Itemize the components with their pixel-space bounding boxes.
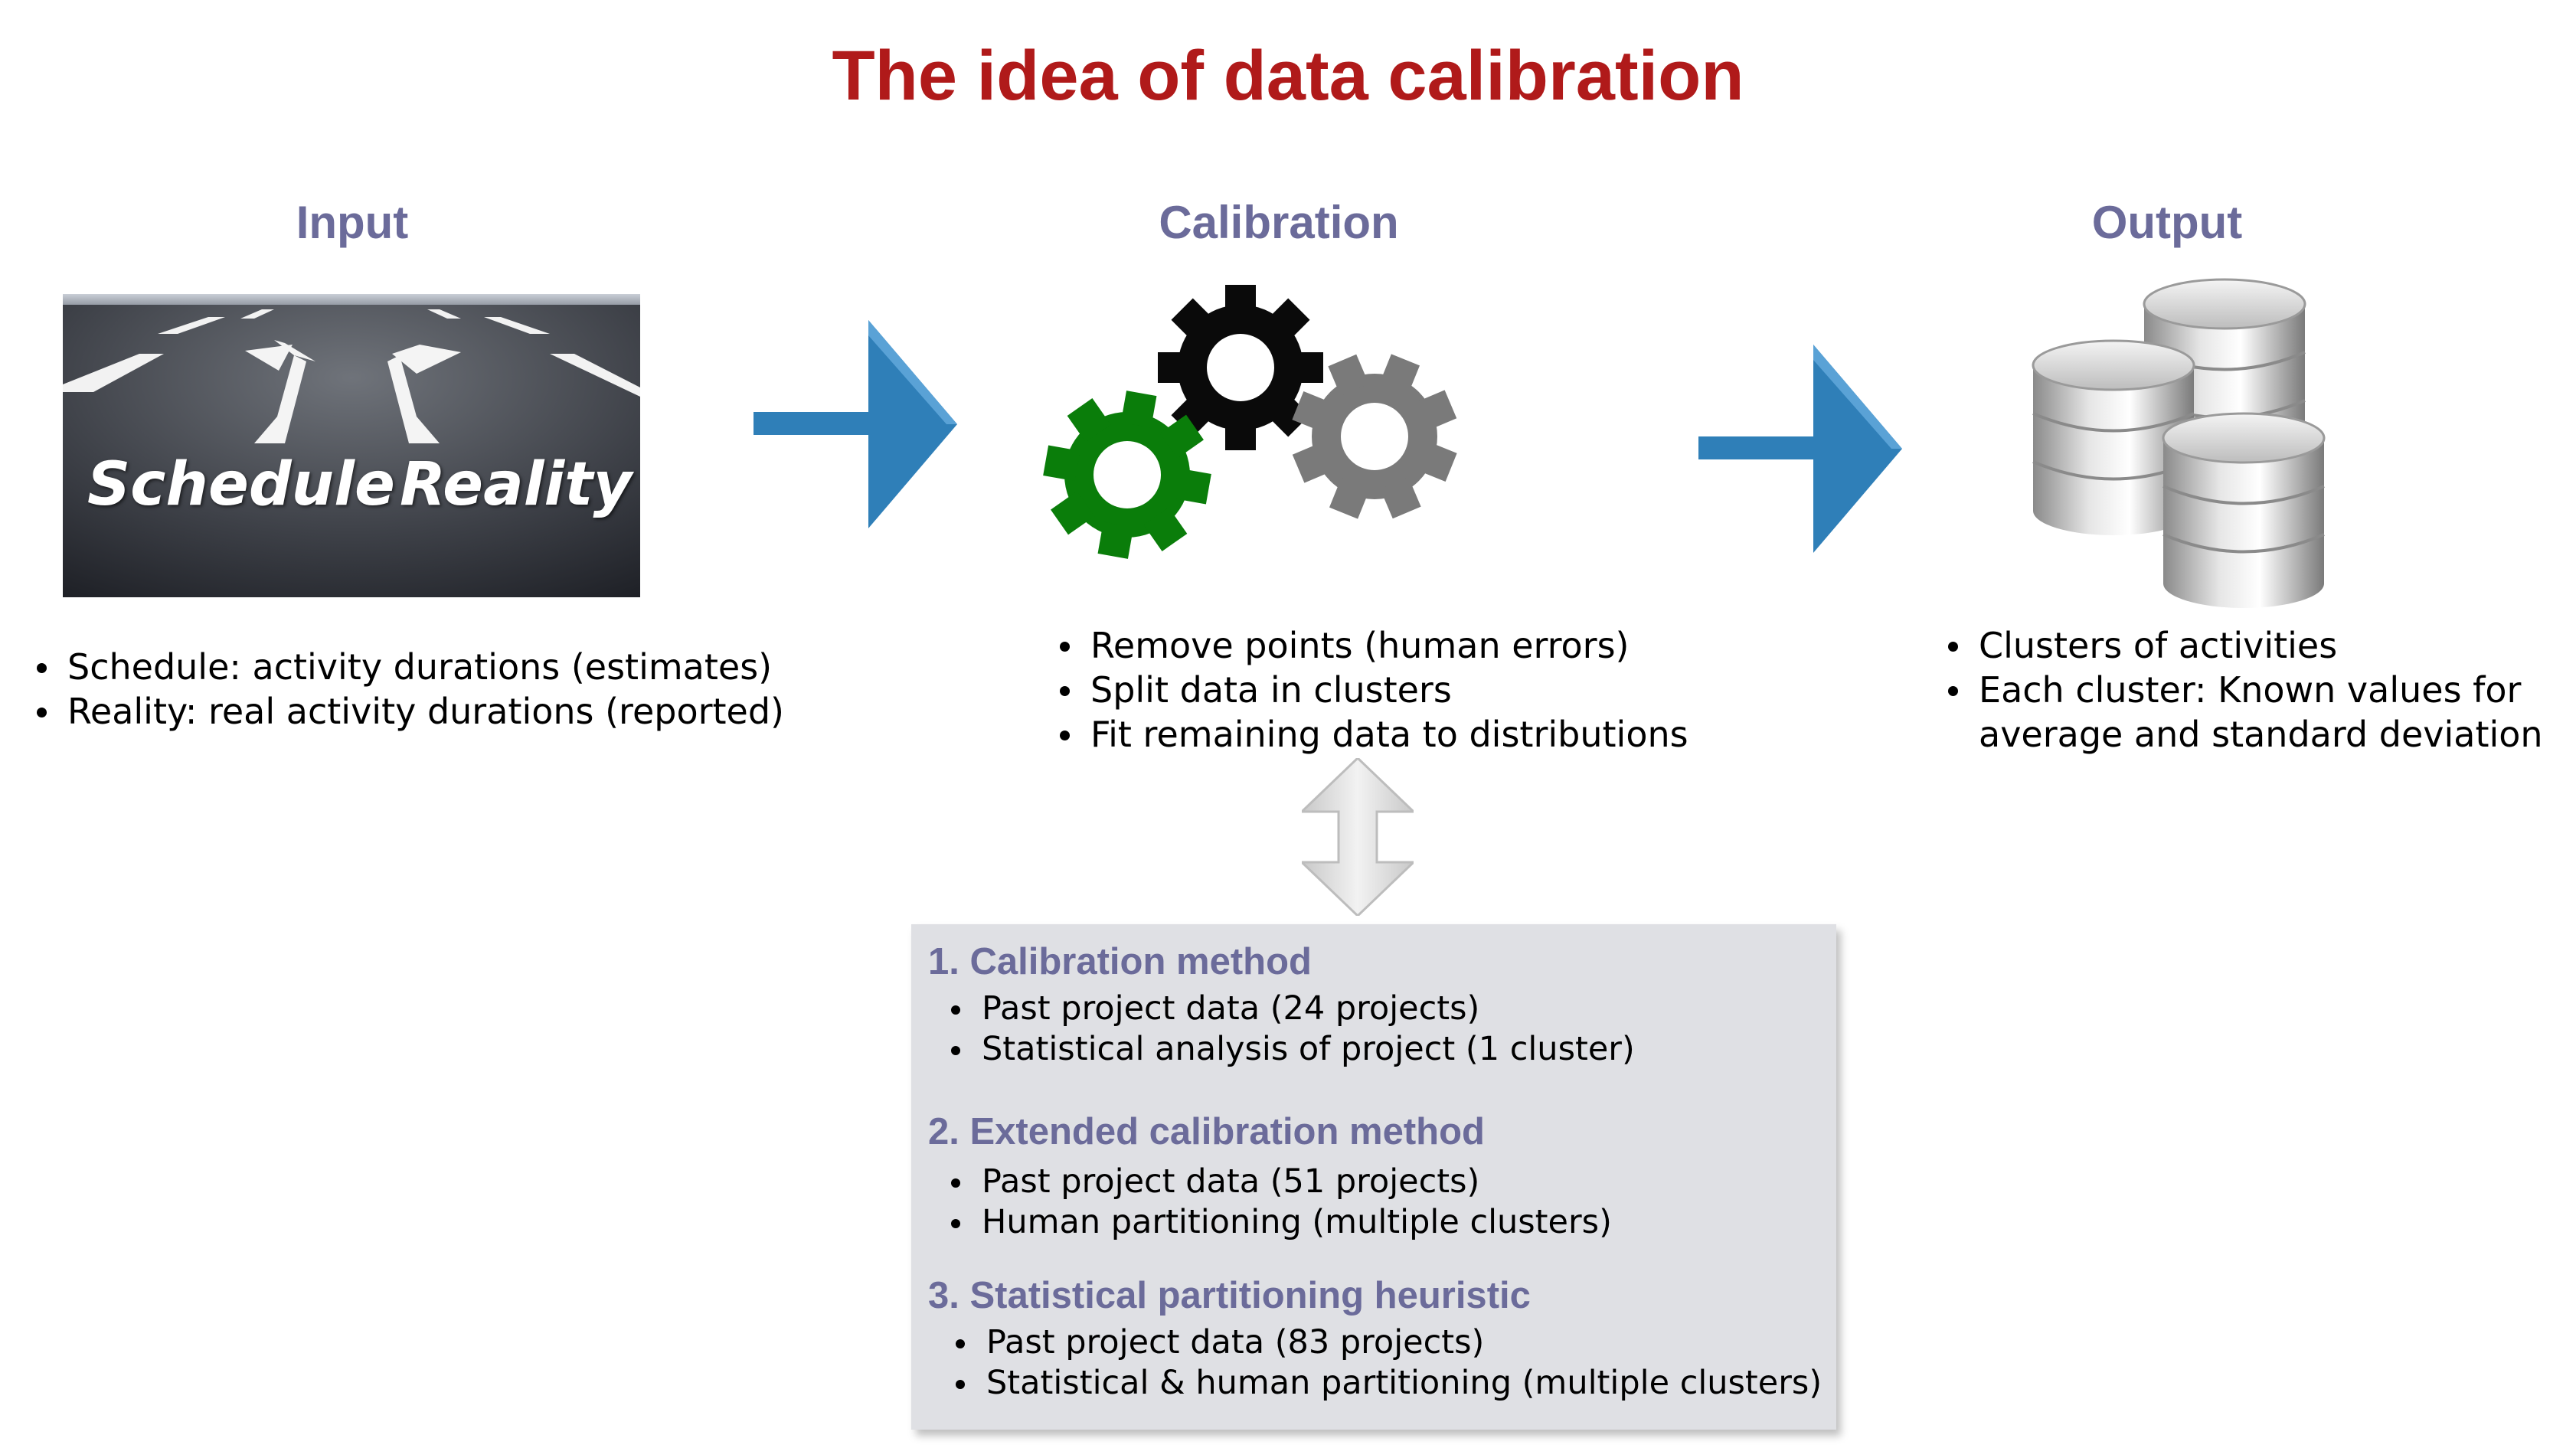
gear-gray-icon <box>1292 354 1457 519</box>
output-bullet: Each cluster: Known values for <box>1942 668 2543 712</box>
road-label-schedule: Schedule <box>87 450 395 519</box>
method-bullet: Statistical analysis of project (1 clust… <box>945 1029 1635 1070</box>
arrow-right-icon <box>1695 345 1902 556</box>
method-2-bullets: Past project data (51 projects) Human pa… <box>945 1162 1612 1243</box>
output-heading: Output <box>2091 197 2243 248</box>
output-bullet: Clusters of activities <box>1942 623 2543 668</box>
page-title: The idea of data calibration <box>832 37 1744 115</box>
calibration-bullet: Fit remaining data to distributions <box>1054 712 1688 757</box>
calibration-heading: Calibration <box>1159 197 1399 248</box>
methods-panel: 1. Calibration method Past project data … <box>911 924 1836 1430</box>
method-1-bullets: Past project data (24 projects) Statisti… <box>945 989 1635 1070</box>
calibration-bullet: Split data in clusters <box>1054 668 1688 712</box>
method-1-heading: 1. Calibration method <box>928 941 1312 982</box>
output-bullet-continuation: average and standard deviation <box>1979 714 2543 755</box>
output-bullets: Clusters of activities Each cluster: Kno… <box>1942 623 2543 757</box>
method-bullet: Statistical & human partitioning (multip… <box>950 1363 1822 1404</box>
calibration-bullets: Remove points (human errors) Split data … <box>1054 623 1688 757</box>
double-arrow-icon <box>1299 756 1417 919</box>
method-bullet: Human partitioning (multiple clusters) <box>945 1202 1612 1243</box>
method-3-heading: 3. Statistical partitioning heuristic <box>928 1275 1531 1316</box>
road-image-graphic: Schedule Reality <box>63 294 640 597</box>
gear-green-icon <box>1043 391 1211 559</box>
database-stack-icon <box>2022 272 2328 612</box>
method-bullet: Past project data (83 projects) <box>950 1322 1822 1363</box>
road-label-reality: Reality <box>400 450 634 519</box>
method-bullet: Past project data (24 projects) <box>945 989 1635 1029</box>
input-heading: Input <box>296 197 409 248</box>
method-3-bullets: Past project data (83 projects) Statisti… <box>950 1322 1822 1404</box>
method-2-heading: 2. Extended calibration method <box>928 1111 1485 1152</box>
input-bullet: Reality: real activity durations (report… <box>31 689 784 734</box>
calibration-bullet: Remove points (human errors) <box>1054 623 1688 668</box>
input-bullets: Schedule: activity durations (estimates)… <box>31 645 784 734</box>
method-bullet: Past project data (51 projects) <box>945 1162 1612 1202</box>
arrow-right-icon <box>750 320 957 531</box>
input-bullet: Schedule: activity durations (estimates) <box>31 645 784 689</box>
gear-black-icon <box>1158 285 1323 450</box>
gears-icon <box>1038 283 1466 570</box>
road-arrows-image: Schedule Reality <box>63 294 640 597</box>
